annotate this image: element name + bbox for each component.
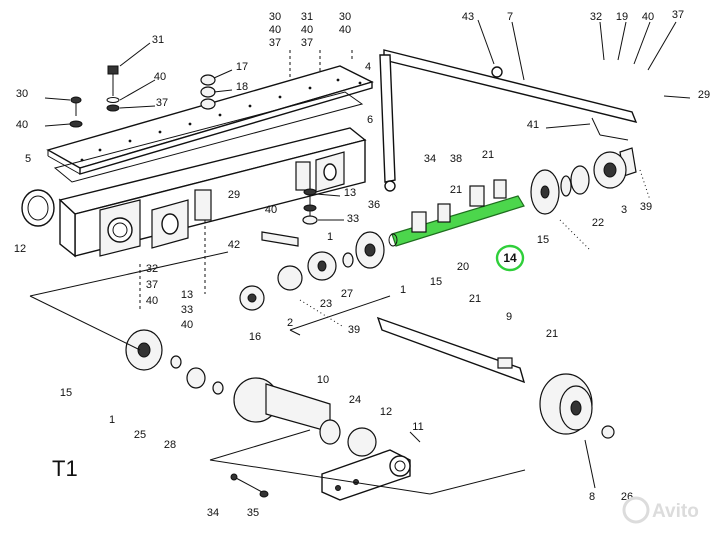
- pulley: [539, 373, 615, 439]
- part-label: 34: [207, 507, 219, 519]
- part-label: 40: [16, 119, 28, 131]
- part-label: 3: [621, 204, 627, 216]
- upper-shaft-assembly: [530, 147, 637, 215]
- part-label: 42: [228, 239, 240, 251]
- part-label: 30: [16, 88, 28, 100]
- part-label: 21: [482, 149, 494, 161]
- part-label: 40: [146, 295, 158, 307]
- bolt-group-cover: [69, 65, 216, 128]
- part-label: 25: [134, 429, 146, 441]
- part-label: 24: [349, 394, 361, 406]
- part-label: 17: [236, 61, 248, 73]
- part-label: 40: [265, 204, 277, 216]
- part-label: 40: [339, 24, 351, 36]
- part-label: 22: [592, 217, 604, 229]
- part-label: 29: [698, 89, 710, 101]
- part-label: 4: [365, 61, 371, 73]
- part-label: 5: [25, 153, 31, 165]
- part-label: 40: [181, 319, 193, 331]
- part-label: 18: [236, 81, 248, 93]
- part-label: 37: [269, 37, 281, 49]
- part-label: 30: [269, 11, 281, 23]
- part-label: 34: [424, 153, 436, 165]
- part-label: 37: [146, 279, 158, 291]
- part-label: 28: [164, 439, 176, 451]
- part-label: 37: [301, 37, 313, 49]
- part-label: 29: [228, 189, 240, 201]
- part-label: 15: [537, 234, 549, 246]
- part-label: 9: [506, 311, 512, 323]
- gasket: [53, 91, 364, 183]
- part-label: 37: [672, 9, 684, 21]
- watermark-text: Avito: [652, 501, 699, 522]
- part-label: 1: [109, 414, 115, 426]
- bearing-cup-left: [21, 189, 55, 227]
- part-label: 39: [348, 324, 360, 336]
- part-label: 6: [367, 114, 373, 126]
- part-label: 19: [616, 11, 628, 23]
- part-label: 8: [589, 491, 595, 503]
- sheet-code: T1: [52, 456, 78, 481]
- part-label: 23: [320, 298, 332, 310]
- part-label: 32: [590, 11, 602, 23]
- part-label: 30: [339, 11, 351, 23]
- highlighted-part-label: 14: [503, 251, 517, 265]
- part-label: 13: [344, 187, 356, 199]
- part-label: 37: [156, 97, 168, 109]
- part-label: 21: [450, 184, 462, 196]
- part-label: 20: [457, 261, 469, 273]
- part-label: 31: [301, 11, 313, 23]
- part-label: 11: [412, 421, 423, 433]
- part-label: 39: [640, 201, 652, 213]
- part-label: 40: [301, 24, 313, 36]
- part-label: 15: [430, 276, 442, 288]
- bolt-group-center: [302, 188, 318, 225]
- shaft-14-body: [391, 195, 525, 247]
- part-label: 1: [400, 284, 406, 296]
- watermark: Avito: [622, 496, 699, 524]
- part-label: 38: [450, 153, 462, 165]
- part-label: 41: [527, 119, 539, 131]
- part-label: 1: [327, 231, 333, 243]
- part-label: 13: [181, 289, 193, 301]
- part-label: 27: [341, 288, 353, 300]
- part-label: 31: [152, 34, 164, 46]
- lower-bar: [376, 316, 526, 384]
- top-cover-plate: [46, 65, 374, 175]
- bolt-group-bottom: [230, 473, 269, 498]
- part-label: 36: [368, 199, 380, 211]
- part-label: 35: [247, 507, 259, 519]
- linkage-arm: [379, 49, 638, 192]
- housing-beam: [58, 127, 367, 258]
- part-label: 43: [462, 11, 474, 23]
- part-label: 15: [60, 387, 72, 399]
- part-label: 7: [507, 11, 513, 23]
- part-label: 40: [642, 11, 654, 23]
- part-label: 10: [317, 374, 329, 386]
- lower-drive-shaft: [125, 329, 377, 457]
- part-label: 32: [146, 263, 158, 275]
- part-label: 16: [249, 331, 261, 343]
- part-label: 21: [469, 293, 481, 305]
- part-label: 33: [181, 304, 193, 316]
- part-label: 40: [154, 71, 166, 83]
- part-label: 12: [380, 406, 392, 418]
- central-sprocket-group: [239, 231, 385, 311]
- part-label: 2: [287, 317, 293, 329]
- shaft-highlighted: [388, 179, 525, 272]
- part-label: 21: [546, 328, 558, 340]
- leader-lines: [29, 19, 691, 495]
- part-label: 33: [347, 213, 359, 225]
- part-label: 40: [269, 24, 281, 36]
- highlight-ring: [495, 244, 525, 272]
- part-label: 12: [14, 243, 26, 255]
- support-arm: [321, 449, 411, 501]
